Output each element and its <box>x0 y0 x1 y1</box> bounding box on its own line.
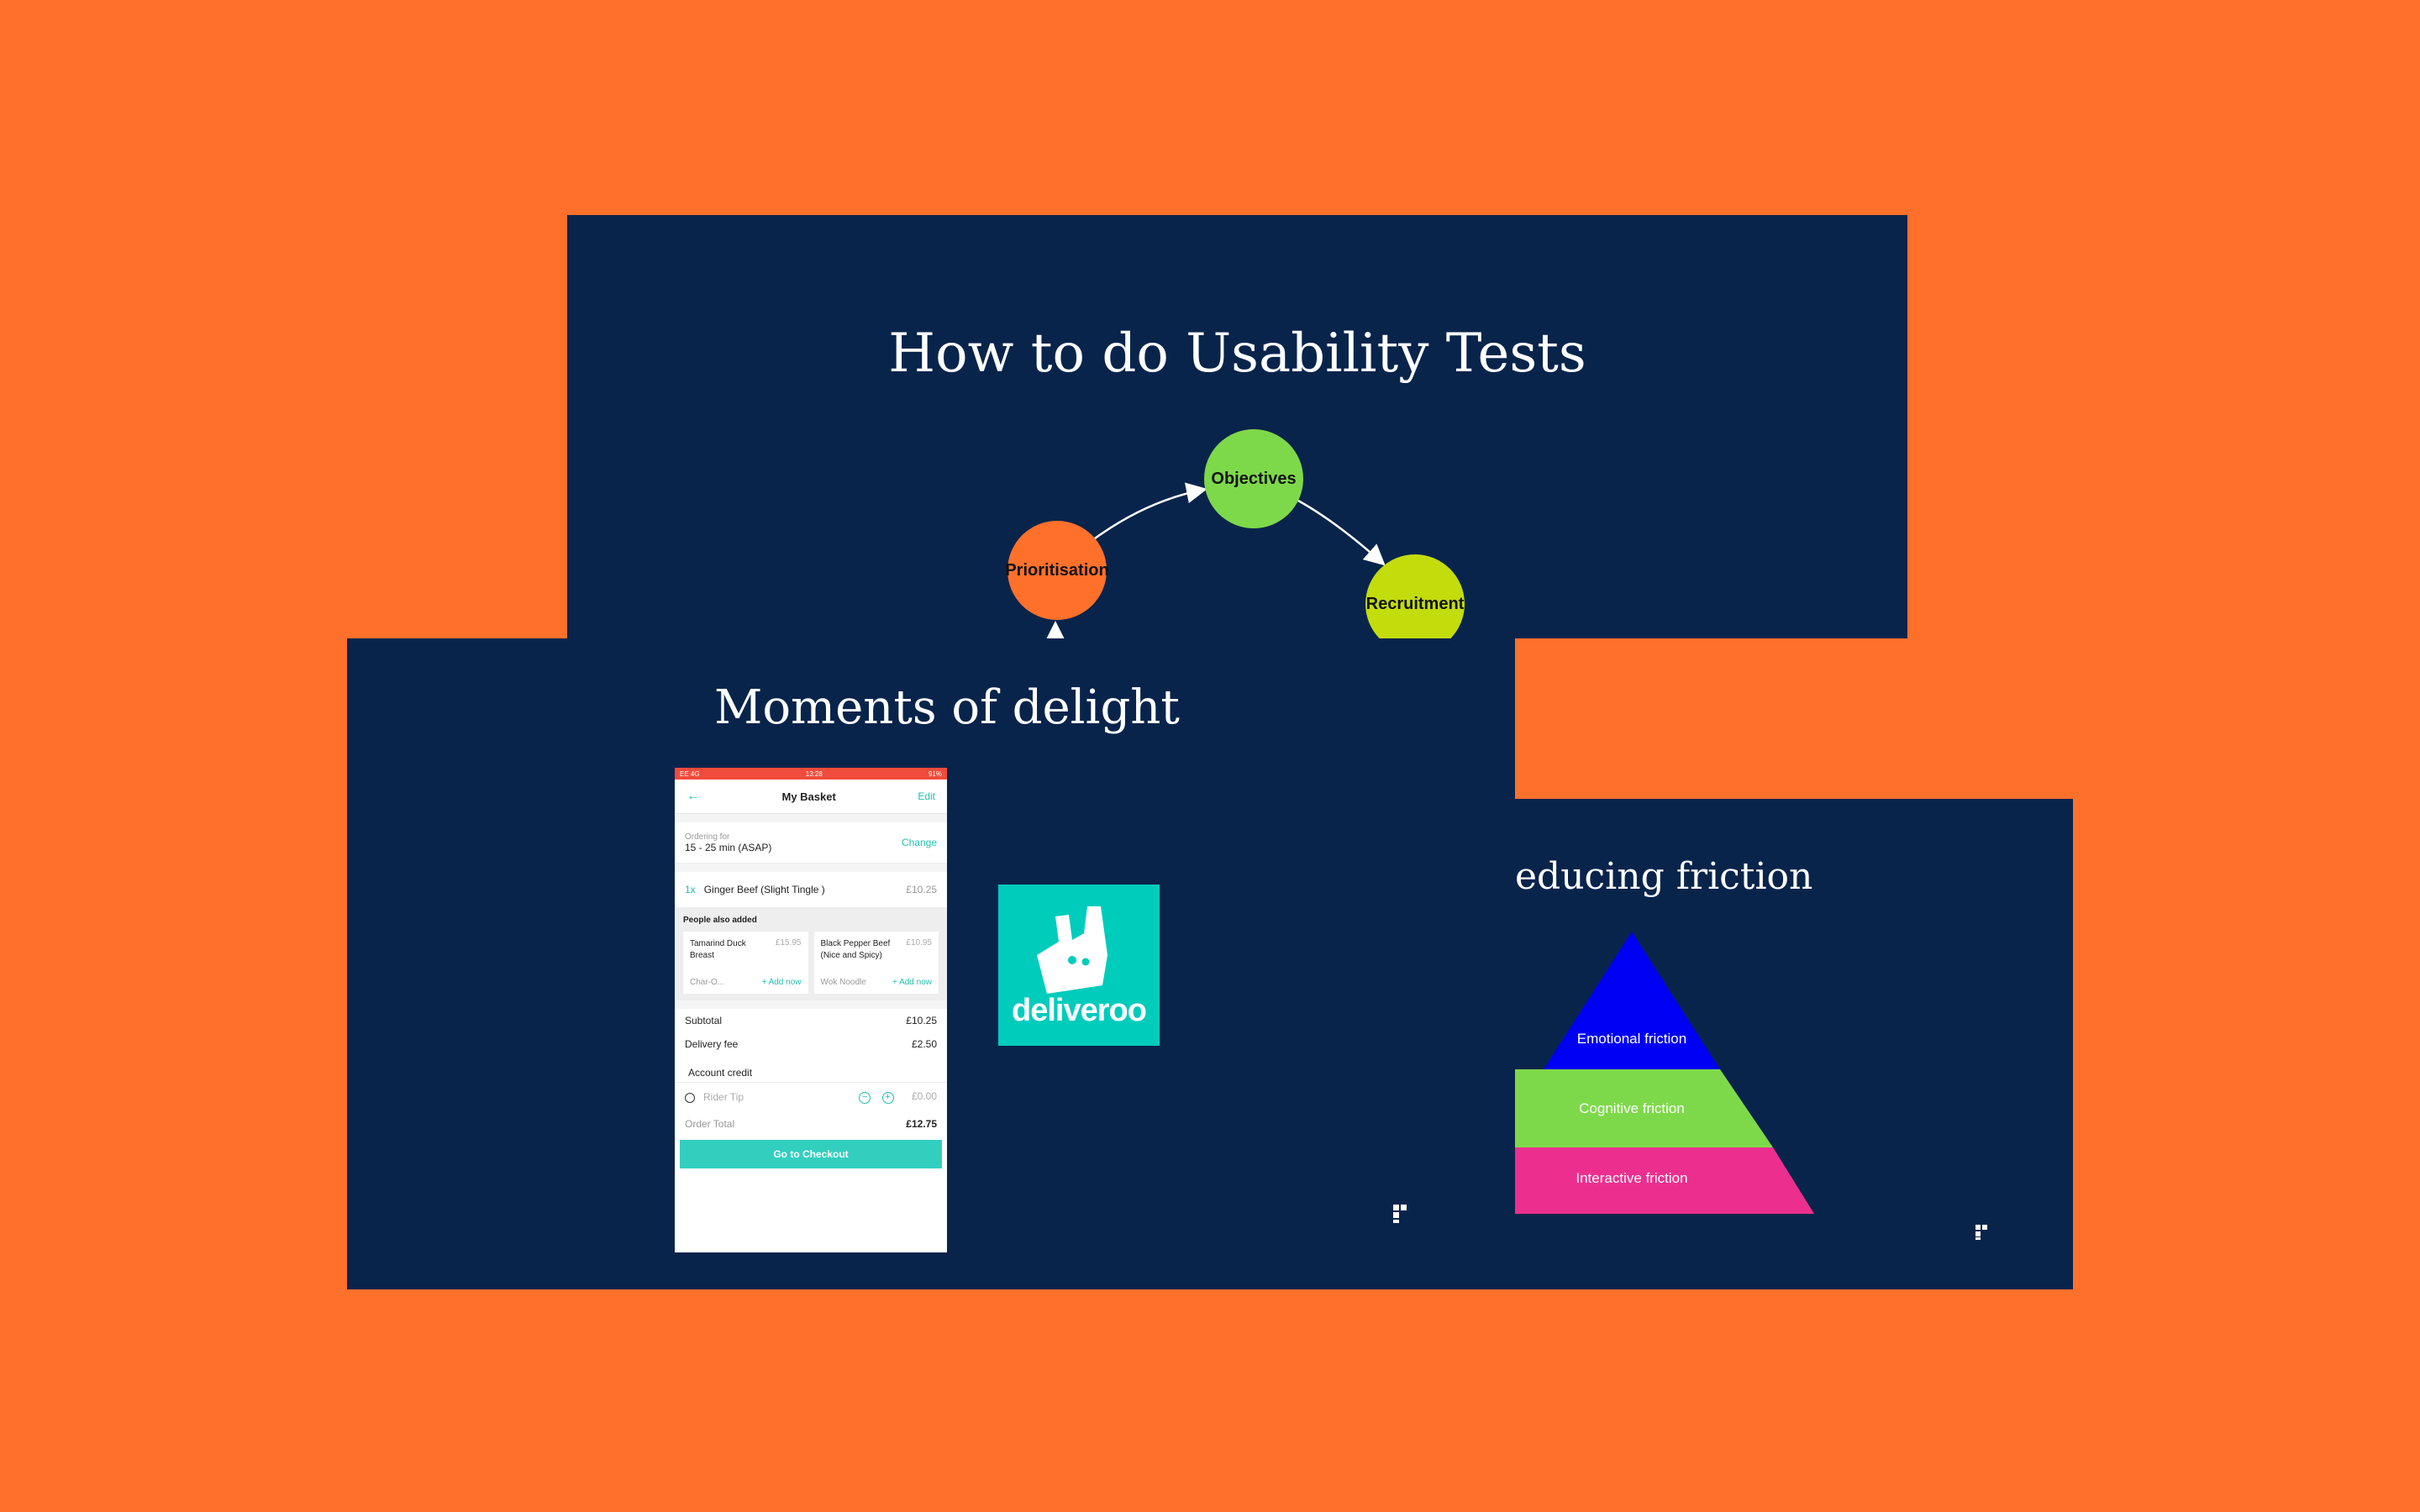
item-qty: 1x <box>685 884 696 895</box>
pyramid-label-emotional: Emotional friction <box>1576 1031 1687 1047</box>
slide-title: How to do Usability Tests <box>888 323 1586 385</box>
total-value: £12.75 <box>906 1118 937 1130</box>
suggestion-restaurant: Wok Noodle <box>820 978 866 987</box>
basket-title: My Basket <box>781 790 836 803</box>
rider-tip-row: Rider Tip − + £0.00 <box>675 1083 947 1111</box>
back-arrow-icon[interactable]: ← <box>687 789 700 803</box>
pyramid-level-interactive <box>1515 1147 1814 1214</box>
tip-label: Rider Tip <box>703 1091 744 1103</box>
info-icon <box>685 1092 695 1103</box>
ordering-label: Ordering for <box>685 832 730 842</box>
add-now-button[interactable]: + Add now <box>892 978 932 987</box>
friction-pyramid <box>1515 932 1814 1214</box>
slide-title: Moments of delight <box>714 680 1180 735</box>
basket-item-row[interactable]: 1x Ginger Beef (Slight Tingle ) £10.25 <box>675 872 947 907</box>
node-recruitment[interactable]: Recruitment <box>1365 554 1465 638</box>
pyramid-label-cognitive: Cognitive friction <box>1579 1100 1685 1116</box>
ordering-for-row: Ordering for 15 - 25 min (ASAP) Change <box>675 822 947 864</box>
suggestion-name: Black Pepper Beef (Nice and Spicy) <box>820 939 891 960</box>
pyramid-label-interactive: Interactive friction <box>1576 1170 1688 1186</box>
suggestion-restaurant: Char-O... <box>690 978 725 987</box>
node-objectives[interactable]: Objectives <box>1204 429 1303 528</box>
logo-wordmark: deliveroo <box>1012 993 1147 1028</box>
battery-text: 91% <box>928 769 942 778</box>
subtotal-value: £10.25 <box>906 1015 937 1026</box>
pyramid-level-cognitive <box>1515 1069 1773 1147</box>
delivery-fee-row: Delivery fee £2.50 <box>675 1032 947 1056</box>
subtotal-row: Subtotal £10.25 <box>675 1009 947 1032</box>
slide-logo-icon <box>1975 1225 1987 1240</box>
credit-label: Account credit <box>688 1067 753 1079</box>
delivery-label: Delivery fee <box>685 1038 739 1050</box>
kangaroo-icon <box>1037 906 1107 994</box>
arrow-prioritisation-objectives <box>1094 482 1207 540</box>
plus-circle-icon[interactable]: + <box>881 1091 894 1104</box>
node-label: Prioritisation <box>1005 560 1109 580</box>
subtotal-label: Subtotal <box>685 1015 723 1026</box>
flow-arrows <box>1044 482 1386 638</box>
total-label: Order Total <box>685 1118 735 1130</box>
node-prioritisation[interactable]: Prioritisation <box>1005 521 1109 620</box>
minus-circle-icon[interactable]: − <box>859 1091 871 1104</box>
item-price: £10.25 <box>906 884 937 895</box>
suggestion-price: £15.95 <box>775 938 802 948</box>
node-label: Objectives <box>1211 469 1297 488</box>
ordering-value: 15 - 25 min (ASAP) <box>685 841 772 853</box>
arrow-objectives-recruitment <box>1297 499 1386 566</box>
suggestion-name: Tamarind Duck Breast <box>690 939 746 960</box>
carrier-text: EE 4G <box>680 769 700 778</box>
go-to-checkout-button[interactable]: Go to Checkout <box>680 1140 942 1168</box>
account-credit-row[interactable]: Account credit <box>675 1056 947 1083</box>
item-name: Ginger Beef (Slight Tingle ) <box>703 884 825 895</box>
node-label: Recruitment <box>1365 594 1465 613</box>
slide-title: educing friction <box>1515 855 1813 898</box>
edit-button[interactable]: Edit <box>918 790 935 802</box>
suggestion-price: £10.95 <box>906 938 932 948</box>
change-button[interactable]: Change <box>901 837 937 848</box>
basket-header: ← My Basket Edit <box>675 780 947 814</box>
add-now-button[interactable]: + Add now <box>761 978 802 987</box>
suggestion-card[interactable]: Tamarind Duck Breast £15.95 Char-O... + … <box>683 932 808 994</box>
slide-logo-icon <box>1393 1205 1407 1223</box>
phone-status-bar: EE 4G 13:28 91% <box>675 768 947 780</box>
order-total-row: Order Total £12.75 <box>675 1111 947 1137</box>
suggestion-card[interactable]: Black Pepper Beef (Nice and Spicy) £10.9… <box>813 932 939 994</box>
also-added-header: People also added <box>683 916 757 925</box>
basket-phone-screenshot: EE 4G 13:28 91% ← My Basket Edit Orderin… <box>675 768 947 1252</box>
clock-text: 13:28 <box>805 769 823 778</box>
delivery-value: £2.50 <box>911 1038 937 1050</box>
deliveroo-logo: deliveroo <box>998 885 1160 1046</box>
slide-usability-tests[interactable]: How to do Usability Tests Prioritisation… <box>567 215 1907 638</box>
pyramid-level-emotional <box>1544 932 1720 1069</box>
tip-value: £0.00 <box>911 1090 937 1103</box>
people-also-added: People also added Tamarind Duck Breast £… <box>675 907 947 1000</box>
